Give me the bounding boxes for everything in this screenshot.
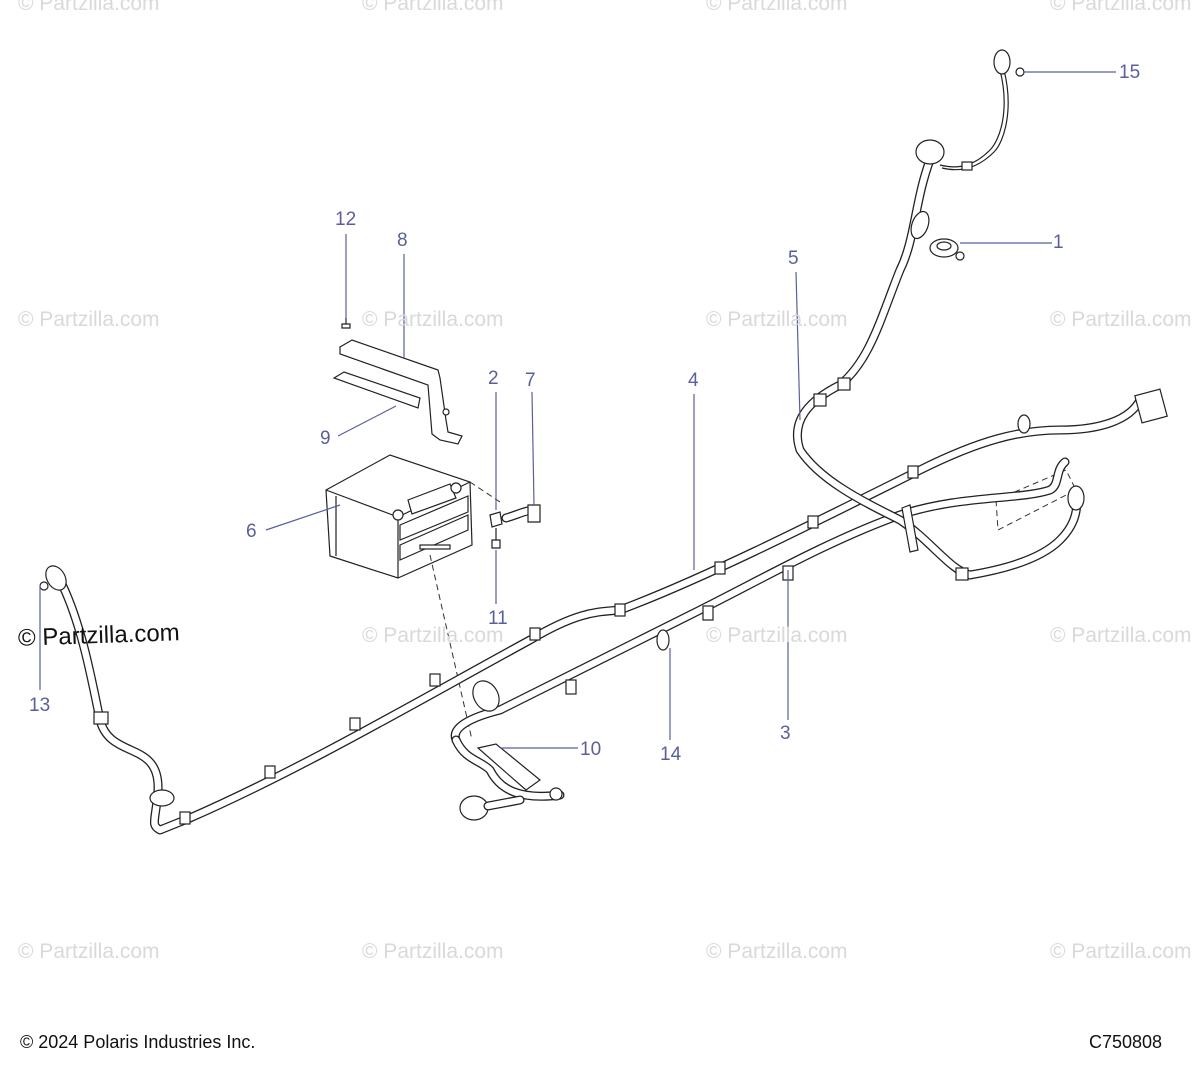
watermark: © Partzilla.com xyxy=(362,940,504,963)
callout-14: 14 xyxy=(660,744,682,765)
callout-9: 9 xyxy=(320,428,331,449)
callout-12: 12 xyxy=(335,209,357,230)
battery-bracket xyxy=(332,318,463,445)
callout-13: 13 xyxy=(29,695,51,716)
cable-5 xyxy=(792,139,1085,581)
watermark: © Partzilla.com xyxy=(706,940,848,963)
watermark: © Partzilla.com xyxy=(18,0,160,15)
diagram-code: C750808 xyxy=(1089,1032,1163,1052)
copyright-text: © 2024 Polaris Industries Inc. xyxy=(20,1032,256,1052)
callout-3: 3 xyxy=(780,723,791,744)
watermark: © Partzilla.com xyxy=(706,308,848,331)
ground-cable-10 xyxy=(451,735,565,821)
watermark: © Partzilla.com xyxy=(362,624,504,647)
callout-2: 2 xyxy=(488,368,499,389)
watermark: © Partzilla.com xyxy=(18,308,160,331)
watermark: © Partzilla.com xyxy=(362,308,504,331)
callout-5: 5 xyxy=(788,248,799,269)
callout-11: 11 xyxy=(488,608,508,629)
leader-lines xyxy=(39,71,1116,749)
watermark: © Partzilla.com xyxy=(18,940,160,963)
watermark: © Partzilla.com xyxy=(1050,624,1192,647)
callout-7: 7 xyxy=(525,370,536,391)
cable-4 xyxy=(179,388,1168,825)
callout-6: 6 xyxy=(246,521,257,542)
callout-4: 4 xyxy=(688,370,699,391)
callout-15: 15 xyxy=(1119,62,1141,83)
watermark: © Partzilla.com xyxy=(706,0,848,15)
partzilla-watermark-main: © Partzilla.com xyxy=(17,619,181,652)
battery xyxy=(325,454,473,579)
callout-10: 10 xyxy=(580,739,602,760)
watermark: © Partzilla.com xyxy=(1050,308,1192,331)
callout-1: 1 xyxy=(1053,232,1064,253)
callout-8: 8 xyxy=(397,230,408,251)
watermark: © Partzilla.com xyxy=(362,0,504,15)
cable-13 xyxy=(39,565,195,835)
terminal-hardware xyxy=(489,504,541,549)
cable-15 xyxy=(939,49,1025,171)
part-1-grommet xyxy=(929,238,965,261)
cable-3 xyxy=(450,457,1070,745)
watermark: © Partzilla.com xyxy=(1050,0,1192,15)
dashed-reference-lines xyxy=(429,469,1077,741)
watermark: © Partzilla.com xyxy=(706,624,848,647)
watermark: © Partzilla.com xyxy=(1050,940,1192,963)
